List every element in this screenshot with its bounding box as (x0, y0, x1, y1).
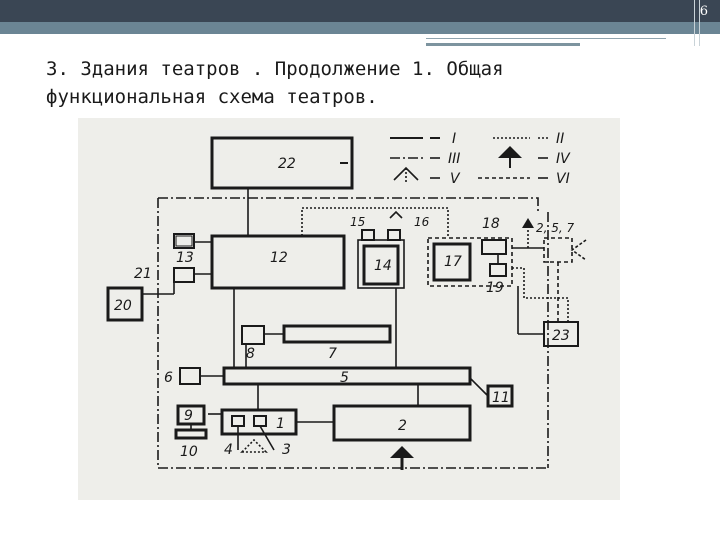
block-label-10: 10 (180, 444, 198, 460)
slide-header-bar (0, 0, 720, 22)
block-label-2-5-7: 2, 5, 7 (536, 221, 575, 235)
legend-label-II: II (556, 131, 564, 147)
legend-label-VI: VI (556, 171, 570, 187)
legend-label-III: III (448, 151, 460, 167)
block-label-18: 18 (482, 216, 500, 232)
legend-label-V: V (450, 171, 461, 187)
block-label-16: 16 (414, 215, 430, 229)
block-label-4: 4 (224, 442, 233, 458)
block-label-21: 21 (134, 266, 152, 282)
slide-header-stripe (0, 22, 720, 34)
block-label-23: 23 (552, 328, 570, 344)
diagram-svg: I II III IV V VI 22 12 14 17 20 13 21 15… (106, 131, 587, 470)
header-accent-bar (426, 43, 580, 46)
block-label-17: 17 (444, 254, 462, 270)
header-divider (699, 0, 700, 46)
block-label-14: 14 (374, 258, 392, 274)
slide-title-line-1: 3. Здания театров . Продолжение 1. Общая (46, 58, 504, 80)
block-label-3: 3 (282, 442, 291, 458)
legend-label-IV: IV (556, 151, 571, 167)
slide-title: 3. Здания театров . Продолжение 1. Общая… (46, 55, 686, 111)
block-label-2: 2 (398, 418, 407, 434)
functional-diagram: I II III IV V VI 22 12 14 17 20 13 21 15… (78, 118, 620, 500)
page-number: 6 (699, 4, 708, 19)
block-label-19: 19 (486, 280, 504, 296)
block-label-20: 20 (114, 298, 132, 314)
block-label-1: 1 (276, 416, 285, 432)
block-label-6: 6 (164, 370, 173, 386)
block-label-8: 8 (246, 346, 255, 362)
slide-title-line-2: функциональная схема театров. (46, 86, 378, 108)
block-label-9: 9 (184, 408, 193, 424)
block-label-22: 22 (278, 156, 296, 172)
block-label-12: 12 (270, 250, 288, 266)
header-divider (694, 0, 695, 46)
block-label-5: 5 (340, 370, 349, 386)
block-label-13: 13 (176, 250, 194, 266)
legend-label-I: I (452, 131, 456, 147)
header-accent-line (426, 38, 666, 39)
block-label-7: 7 (328, 346, 337, 362)
block-label-11: 11 (492, 390, 510, 406)
block-label-15: 15 (350, 215, 365, 229)
